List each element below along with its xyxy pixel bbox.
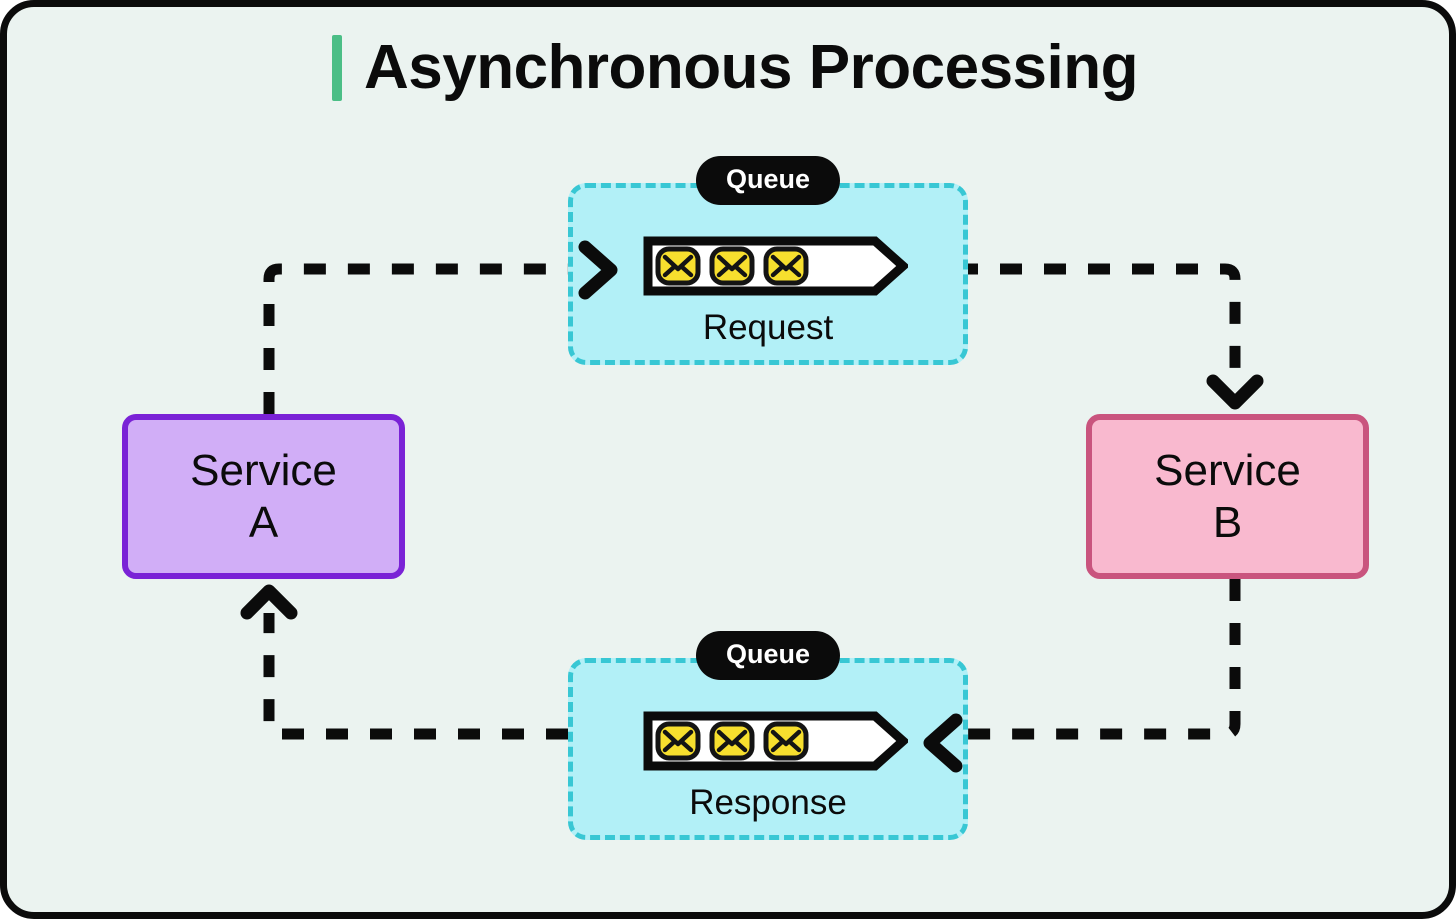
envelope-icon	[709, 721, 755, 761]
envelope-icon	[763, 721, 809, 761]
envelope-icon	[655, 246, 701, 286]
chevron-up-icon	[240, 584, 298, 620]
service-box-b[interactable]: Service B	[1086, 414, 1369, 579]
envelope-icon	[655, 721, 701, 761]
envelope-icon	[709, 246, 755, 286]
message-arrow-response	[643, 711, 908, 771]
queue-label-request: Request	[702, 308, 834, 347]
queue-group-request[interactable]: Queue	[568, 156, 968, 365]
queue-group-response[interactable]: Queue	[568, 631, 968, 840]
chevron-left-icon	[923, 713, 963, 773]
connector-a-to-request	[263, 263, 582, 414]
queue-label-response: Response	[689, 783, 847, 822]
chevron-down-icon	[1206, 374, 1264, 410]
queue-badge-response: Queue	[695, 631, 841, 680]
service-box-a[interactable]: Service A	[122, 414, 405, 579]
message-arrow-request	[643, 236, 908, 296]
service-b-label-line2: B	[1212, 497, 1243, 547]
message-list-response	[655, 718, 809, 764]
service-b-label-line1: Service	[1154, 446, 1301, 496]
connector-request-to-b	[912, 263, 1241, 385]
connector-response-to-a	[263, 613, 568, 740]
connector-b-to-response	[942, 579, 1241, 740]
connector-layer	[240, 263, 1264, 740]
message-list-request	[655, 243, 809, 289]
chevron-right-icon	[578, 240, 618, 300]
envelope-icon	[763, 246, 809, 286]
service-a-label-line2: A	[248, 497, 279, 547]
queue-badge-request: Queue	[695, 156, 841, 205]
service-a-label-line1: Service	[190, 446, 337, 496]
